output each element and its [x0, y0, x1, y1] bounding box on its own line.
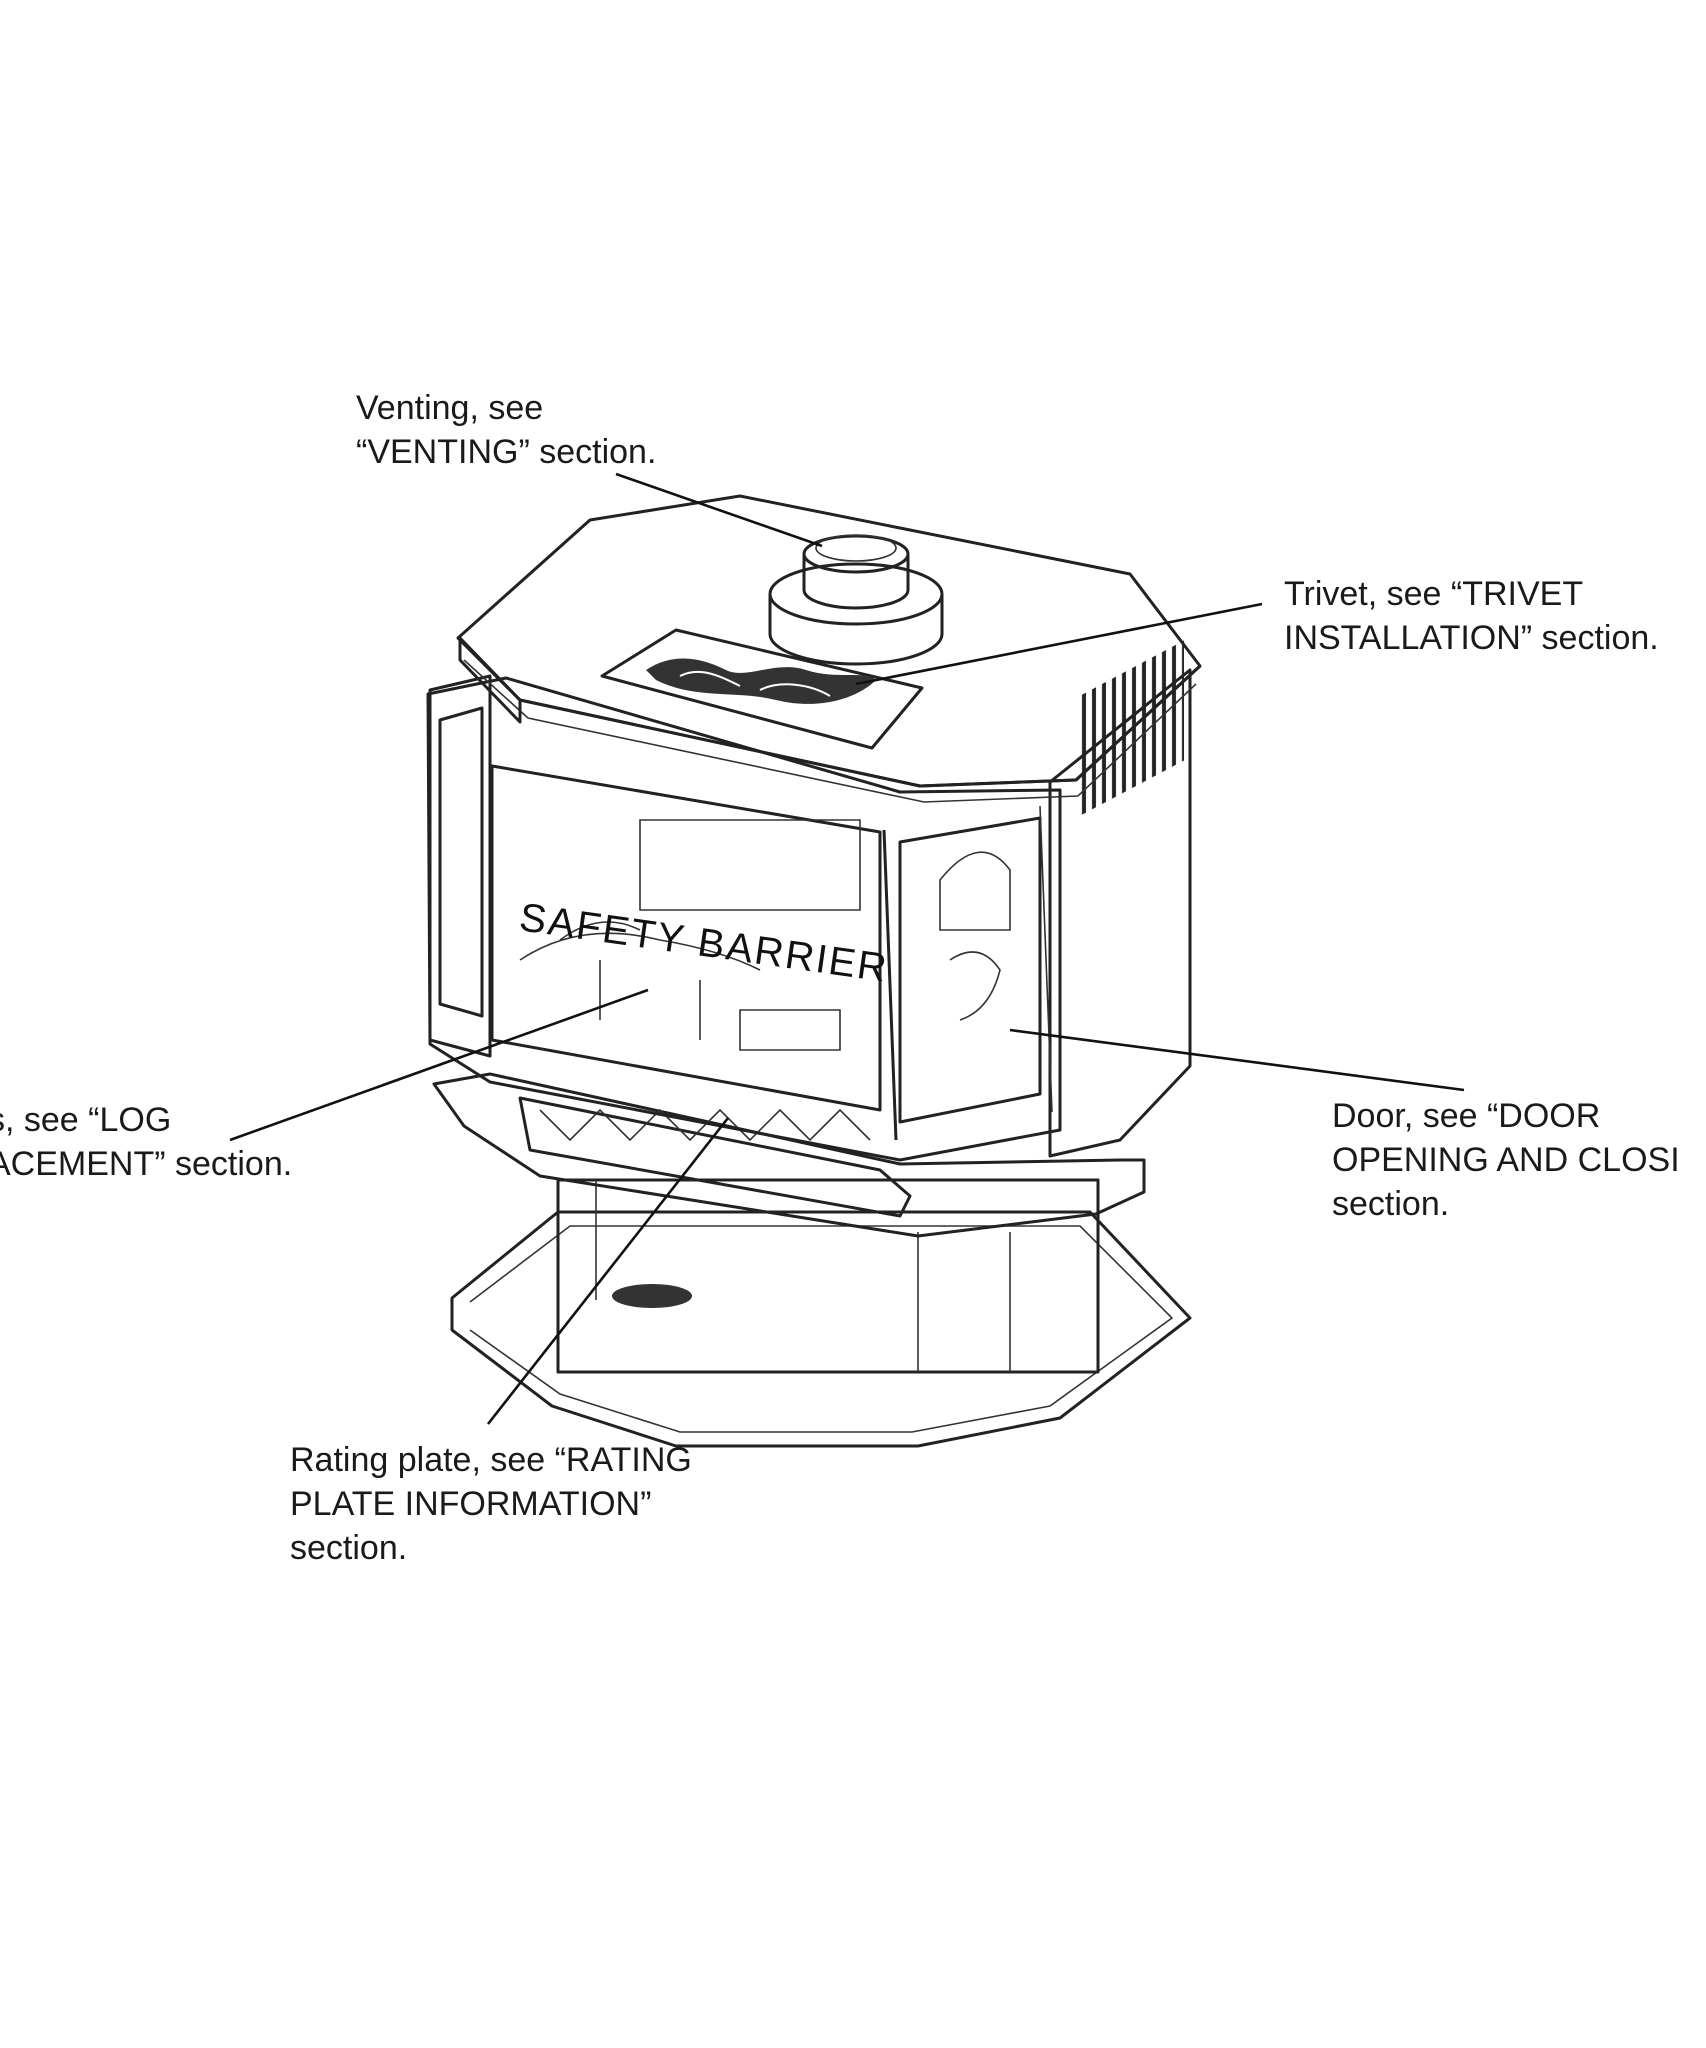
leader-logs [229, 988, 649, 1142]
callout-rating-plate: Rating plate, see “RATING PLATE INFORMAT… [290, 1438, 692, 1570]
callout-venting: Venting, see “VENTING” section. [356, 386, 656, 474]
pedestal-base [450, 1178, 1192, 1448]
callout-trivet: Trivet, see “TRIVET INSTALLATION” sectio… [1284, 572, 1659, 660]
stove-top [456, 494, 1202, 803]
callout-line: Trivet, see “TRIVET [1284, 575, 1584, 613]
callout-line: section. [290, 1529, 408, 1567]
callout-line: INSTALLATION” section. [1284, 619, 1659, 657]
leader-lines [229, 472, 1465, 1425]
logs-and-firebox [519, 819, 1011, 1051]
callout-line: PLATE INFORMATION” [290, 1485, 652, 1523]
callout-line: OPENING AND CLOSI [1332, 1141, 1680, 1179]
leader-rating [486, 1117, 730, 1425]
leader-trivet [855, 602, 1263, 686]
leader-venting [615, 472, 823, 548]
leader-door [1009, 1028, 1465, 1092]
callout-line: ACEMENT” section. [0, 1145, 293, 1183]
callout-line: Rating plate, see “RATING [290, 1441, 692, 1479]
brand-logo [612, 1284, 692, 1308]
callout-line: section. [1332, 1185, 1450, 1223]
callout-line: Venting, see [356, 389, 544, 427]
trivet [600, 628, 924, 750]
callout-logs: s, see “LOG ACEMENT” section. [0, 1098, 292, 1186]
callout-line: s, see “LOG [0, 1101, 172, 1139]
callout-door: Door, see “DOOR OPENING AND CLOSI sectio… [1332, 1094, 1680, 1226]
callout-line: Door, see “DOOR [1332, 1097, 1601, 1135]
callout-line: “VENTING” section. [356, 433, 657, 471]
venting-collar [768, 534, 944, 666]
door-frame [426, 676, 1062, 1162]
